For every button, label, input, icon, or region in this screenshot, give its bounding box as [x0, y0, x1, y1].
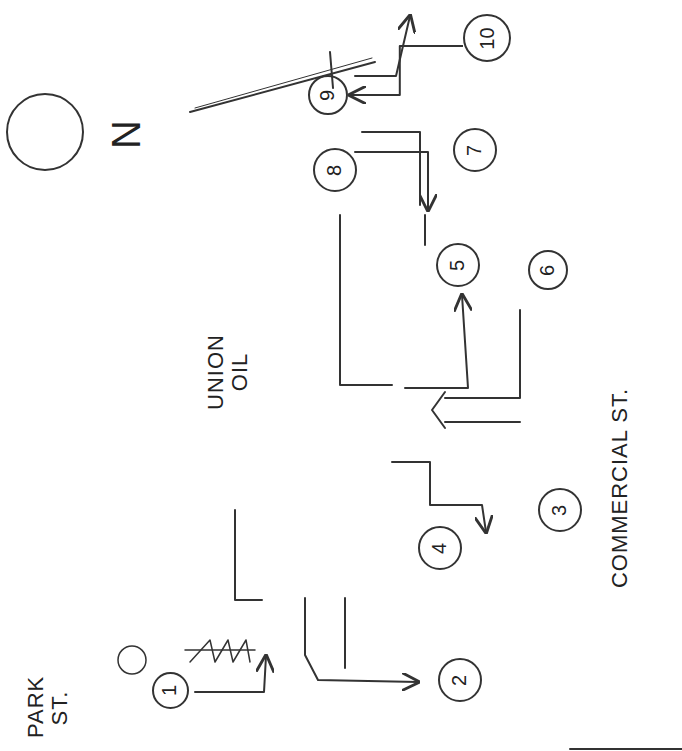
position-circle: 2 [438, 658, 482, 702]
position-circle: 6 [528, 250, 568, 290]
path-arrow [432, 392, 445, 428]
position-number: 1 [159, 684, 182, 695]
position-number: 2 [449, 674, 472, 685]
marker-circle [118, 646, 146, 674]
curb-line [190, 62, 375, 112]
path-line [362, 132, 420, 205]
path-arrow [392, 462, 486, 532]
track-line [185, 649, 255, 651]
street-label: COMMERCIAL ST. [608, 338, 632, 638]
north-circle [7, 94, 83, 170]
path-line [445, 421, 520, 423]
position-number: 3 [549, 504, 572, 515]
track-hatch [190, 640, 250, 662]
north-label: N [104, 114, 148, 154]
position-circle: 10 [463, 14, 511, 62]
frame-edge [570, 748, 682, 750]
building-outline [424, 215, 426, 245]
building-outline [344, 598, 346, 668]
position-circle: 7 [453, 128, 497, 172]
path-arrow [355, 152, 428, 210]
position-circle: 3 [538, 488, 582, 532]
position-number: 9 [317, 89, 340, 100]
position-number: 6 [537, 264, 560, 275]
path-line [445, 310, 520, 398]
position-circle: 1 [152, 672, 189, 709]
position-circle: 4 [418, 526, 462, 570]
position-circle: 8 [313, 148, 357, 192]
street-label: PARK ST. [24, 678, 72, 738]
path-arrow [405, 295, 468, 388]
curb-line [195, 58, 372, 108]
street-label: UNION OIL [204, 332, 252, 412]
position-circle: 9 [308, 75, 348, 115]
path-line [235, 510, 262, 600]
post-mark [330, 52, 333, 88]
position-number: 8 [324, 164, 347, 175]
movement-arrow [350, 46, 463, 95]
position-number: 10 [476, 27, 499, 49]
position-circle: 5 [436, 243, 480, 287]
path-arrow [195, 656, 266, 692]
position-number: 4 [429, 542, 452, 553]
building-outline [340, 215, 392, 385]
path-arrow [305, 598, 418, 682]
position-number: 5 [447, 259, 470, 270]
position-number: 7 [464, 144, 487, 155]
